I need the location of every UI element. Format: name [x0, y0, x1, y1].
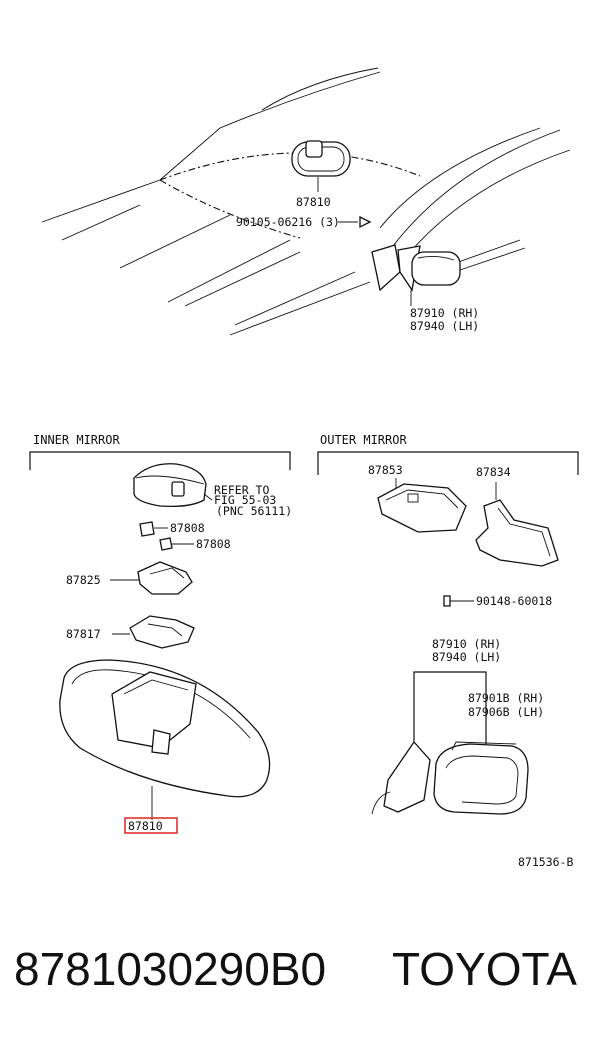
outer-mirror-rh-label: 87910 (RH)	[432, 637, 501, 651]
part-number: 8781030290B0	[14, 943, 327, 995]
outer-mirror-leader	[413, 671, 487, 744]
mirror-base-drawing	[133, 463, 213, 508]
refer-line-2: FIG 55-03	[214, 493, 276, 507]
cover-a-label: 87825	[66, 573, 101, 587]
outer-bracket-label: 87834	[476, 465, 511, 479]
inner-mirror-label[interactable]: 87810	[128, 819, 163, 833]
top-outer-mirror-rh-label: 87910 (RH)	[410, 306, 479, 320]
outer-glass-rh-label: 87901B (RH)	[468, 691, 544, 705]
cover-b-label: 87817	[66, 627, 101, 641]
inner-mirror-header: INNER MIRROR	[33, 433, 120, 447]
outer-mirror-bracket	[317, 451, 579, 475]
outer-cover-drawing	[377, 478, 467, 533]
clip-a-drawing	[139, 521, 168, 537]
outer-cover-label: 87853	[368, 463, 403, 477]
refer-line-1: REFER TO	[214, 483, 269, 497]
inner-mirror-bracket	[29, 451, 291, 470]
outer-mirror-header: OUTER MIRROR	[320, 433, 407, 447]
clip-b-label: 87808	[196, 537, 231, 551]
top-outer-mirror-drawing	[371, 244, 461, 306]
clip-a-label: 87808	[170, 521, 205, 535]
outer-mirror-lh-label: 87940 (LH)	[432, 650, 501, 664]
top-inner-mirror-drawing	[291, 140, 351, 192]
inner-mirror-drawing	[59, 659, 271, 820]
clip-b-drawing	[159, 537, 194, 551]
outer-screw-label: 90148-60018	[476, 594, 552, 608]
outer-glass-lh-label: 87906B (LH)	[468, 705, 544, 719]
highlight-box	[124, 817, 178, 834]
refer-line-3: (PNC 56111)	[216, 504, 292, 518]
cover-b-drawing	[112, 615, 195, 649]
brand-name: TOYOTA	[392, 943, 577, 995]
cover-a-drawing	[110, 561, 193, 595]
outer-screw-drawing	[443, 595, 474, 607]
outer-mirror-drawing	[371, 740, 529, 815]
figure-id: 871536-B	[518, 855, 573, 869]
top-bolt-drawing	[338, 215, 372, 229]
top-inner-mirror-label: 87810	[296, 195, 331, 209]
top-outer-mirror-lh-label: 87940 (LH)	[410, 319, 479, 333]
outer-bracket-drawing	[475, 482, 559, 567]
top-bolt-label: 90105-06216 (3)	[236, 215, 340, 229]
